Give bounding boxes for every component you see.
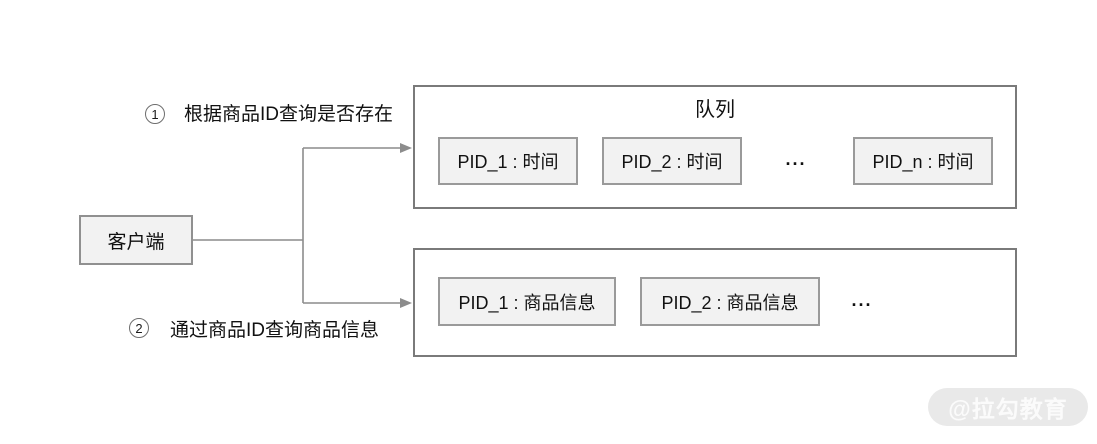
arrowhead-info-icon (400, 298, 412, 308)
queue-title: 队列 (695, 99, 735, 121)
step-2-badge: 2 (129, 318, 149, 338)
product-info-container: PID_1 : 商品信息 PID_2 : 商品信息 ... (413, 248, 1017, 357)
product-info-item-2: PID_2 : 商品信息 (640, 277, 820, 326)
queue-item-1: PID_1 : 时间 (438, 137, 578, 185)
arrowhead-queue-icon (400, 143, 412, 153)
queue-container: 队列 PID_1 : 时间 PID_2 : 时间 ... PID_n : 时间 (413, 85, 1017, 209)
step-1-badge: 1 (145, 104, 165, 124)
client-node: 客户端 (79, 215, 193, 265)
queue-ellipsis: ... (785, 149, 807, 169)
step-1-label: 根据商品ID查询是否存在 (184, 104, 394, 125)
watermark-badge: @拉勾教育 (928, 388, 1088, 426)
step-2-label: 通过商品ID查询商品信息 (170, 320, 380, 341)
product-info-ellipsis: ... (851, 290, 873, 310)
product-info-item-1: PID_1 : 商品信息 (438, 277, 616, 326)
queue-item-2: PID_2 : 时间 (602, 137, 742, 185)
queue-item-n: PID_n : 时间 (853, 137, 993, 185)
